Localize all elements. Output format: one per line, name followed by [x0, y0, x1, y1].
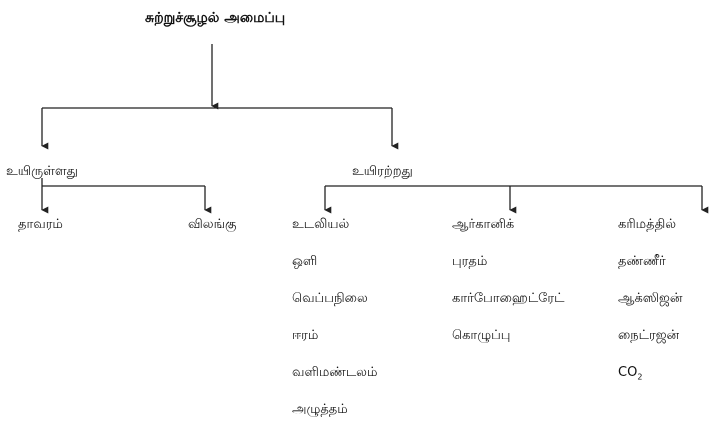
- inorganic-item: ஆக்ஸிஜன்: [618, 291, 683, 306]
- organic-factors-list: ஆர்கானிக் புரதம் கார்போஹைட்ரேட் கொழுப்பு: [452, 217, 564, 344]
- physical-item: ஈரம்: [292, 328, 319, 343]
- inorganic-item: தண்ணீர்: [618, 254, 666, 269]
- biotic-label: உயிருள்ளது: [6, 164, 78, 179]
- inorganic-factors-list: கரிமத்தில் தண்ணீர் ஆக்ஸிஜன் நைட்ரஜன் CO2: [618, 217, 683, 386]
- diagram-title: சுற்றுச்சூழல் அமைப்பு: [145, 10, 286, 26]
- physical-item: வளிமண்டலம்: [292, 365, 378, 380]
- co2-subscript: 2: [637, 372, 643, 382]
- organic-item: புரதம்: [452, 254, 488, 269]
- organic-item: கொழுப்பு: [452, 328, 511, 343]
- abiotic-label: உயிரற்றது: [352, 164, 413, 179]
- inorganic-item: கரிமத்தில்: [618, 217, 677, 232]
- organic-item: ஆர்கானிக்: [452, 217, 515, 232]
- inorganic-item: நைட்ரஜன்: [618, 328, 680, 343]
- plant-label: தாவரம்: [18, 217, 63, 232]
- physical-item: அழுத்தம்: [292, 402, 348, 417]
- physical-item: வெப்பநிலை: [292, 291, 368, 306]
- physical-factors-list: உடலியல் ஒளி வெப்பநிலை ஈரம் வளிமண்டலம் அழ…: [292, 217, 377, 418]
- physical-item: ஒளி: [292, 254, 318, 269]
- co2-base: CO: [618, 365, 638, 380]
- animal-label: விலங்கு: [188, 217, 237, 232]
- physical-item: உடலியல்: [292, 217, 350, 232]
- co2-item: CO2: [618, 365, 683, 386]
- organic-item: கார்போஹைட்ரேட்: [452, 291, 565, 306]
